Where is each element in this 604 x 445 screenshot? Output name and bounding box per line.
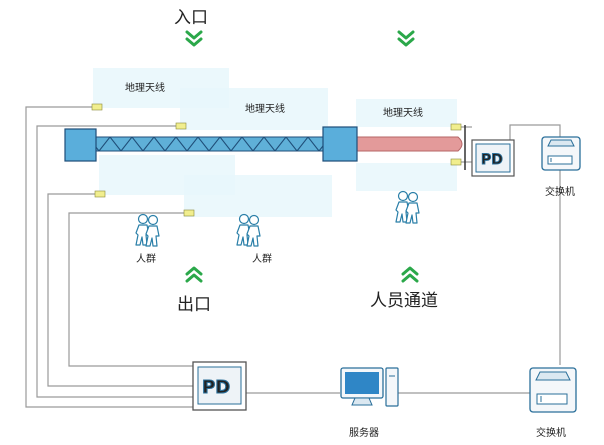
conveyor-pattern bbox=[96, 137, 324, 151]
antenna-label-2: 地理天线 bbox=[245, 102, 285, 115]
sensor-1 bbox=[91, 103, 103, 111]
staff-arrow-icon bbox=[401, 266, 419, 283]
entrance-label: 入口 bbox=[174, 8, 208, 28]
zone-antenna-2 bbox=[180, 88, 328, 130]
sensor-6 bbox=[450, 158, 462, 166]
crowd-1 bbox=[135, 213, 160, 247]
sensor-3 bbox=[94, 190, 106, 198]
wire-sensor-3 bbox=[47, 193, 193, 387]
switch-bottom-lid bbox=[535, 371, 571, 381]
server-label: 服务器 bbox=[349, 426, 379, 439]
entrance-arrow-icon bbox=[185, 30, 203, 47]
crowd-2 bbox=[236, 213, 261, 247]
server bbox=[340, 367, 399, 407]
antenna-label-3: 地理天线 bbox=[383, 106, 423, 119]
switch-top bbox=[541, 136, 581, 171]
zone-antenna-3 bbox=[356, 99, 457, 127]
person-icon bbox=[145, 214, 160, 247]
switch-bottom-label: 交换机 bbox=[536, 426, 566, 439]
staff-channel-label: 人员通道 bbox=[370, 291, 438, 311]
switch-top-panel bbox=[547, 155, 573, 165]
pd-device-top: PD bbox=[471, 139, 515, 177]
pd-bottom-screen bbox=[197, 366, 242, 405]
switch-top-lid bbox=[547, 139, 575, 147]
server-screen bbox=[345, 372, 379, 394]
person-icon bbox=[246, 214, 261, 247]
entrance-arrow-icon-right bbox=[397, 30, 415, 47]
person-icon bbox=[405, 191, 420, 224]
zone-lower-2 bbox=[184, 175, 332, 217]
crowd-label-1: 人群 bbox=[136, 252, 156, 265]
server-stand bbox=[351, 397, 373, 406]
wire-pd-switch-top bbox=[509, 124, 561, 140]
pd-device-bottom: PD bbox=[192, 361, 247, 411]
server-tower bbox=[385, 367, 399, 407]
switch-bottom-panel bbox=[536, 393, 568, 405]
pd-top-screen bbox=[475, 143, 511, 173]
wiring bbox=[25, 106, 561, 408]
sensor-2 bbox=[175, 122, 187, 130]
middle-block bbox=[322, 126, 358, 162]
wire-sensor-4 bbox=[68, 212, 193, 367]
left-block bbox=[64, 128, 97, 162]
wire-sensor-2 bbox=[36, 125, 193, 398]
exit-label: 出口 bbox=[177, 295, 211, 315]
sensor-4 bbox=[183, 209, 195, 217]
conveyor bbox=[64, 125, 466, 170]
zone-lower-3 bbox=[356, 163, 457, 191]
switch-bottom bbox=[529, 367, 577, 413]
pd-top-text: PD bbox=[481, 152, 503, 168]
sensor-5 bbox=[450, 123, 462, 131]
crowd-label-2: 人群 bbox=[252, 252, 272, 265]
pd-bottom-text: PD bbox=[202, 377, 230, 398]
exit-arrow-icon bbox=[185, 266, 203, 283]
crowd-3 bbox=[395, 190, 420, 224]
detection-zones bbox=[93, 68, 457, 217]
switch-top-label: 交换机 bbox=[545, 185, 575, 198]
wire-sensor-1 bbox=[25, 106, 193, 408]
sensors bbox=[91, 103, 462, 217]
antenna-label-1: 地理天线 bbox=[125, 81, 165, 94]
pink-pipe bbox=[356, 136, 463, 152]
